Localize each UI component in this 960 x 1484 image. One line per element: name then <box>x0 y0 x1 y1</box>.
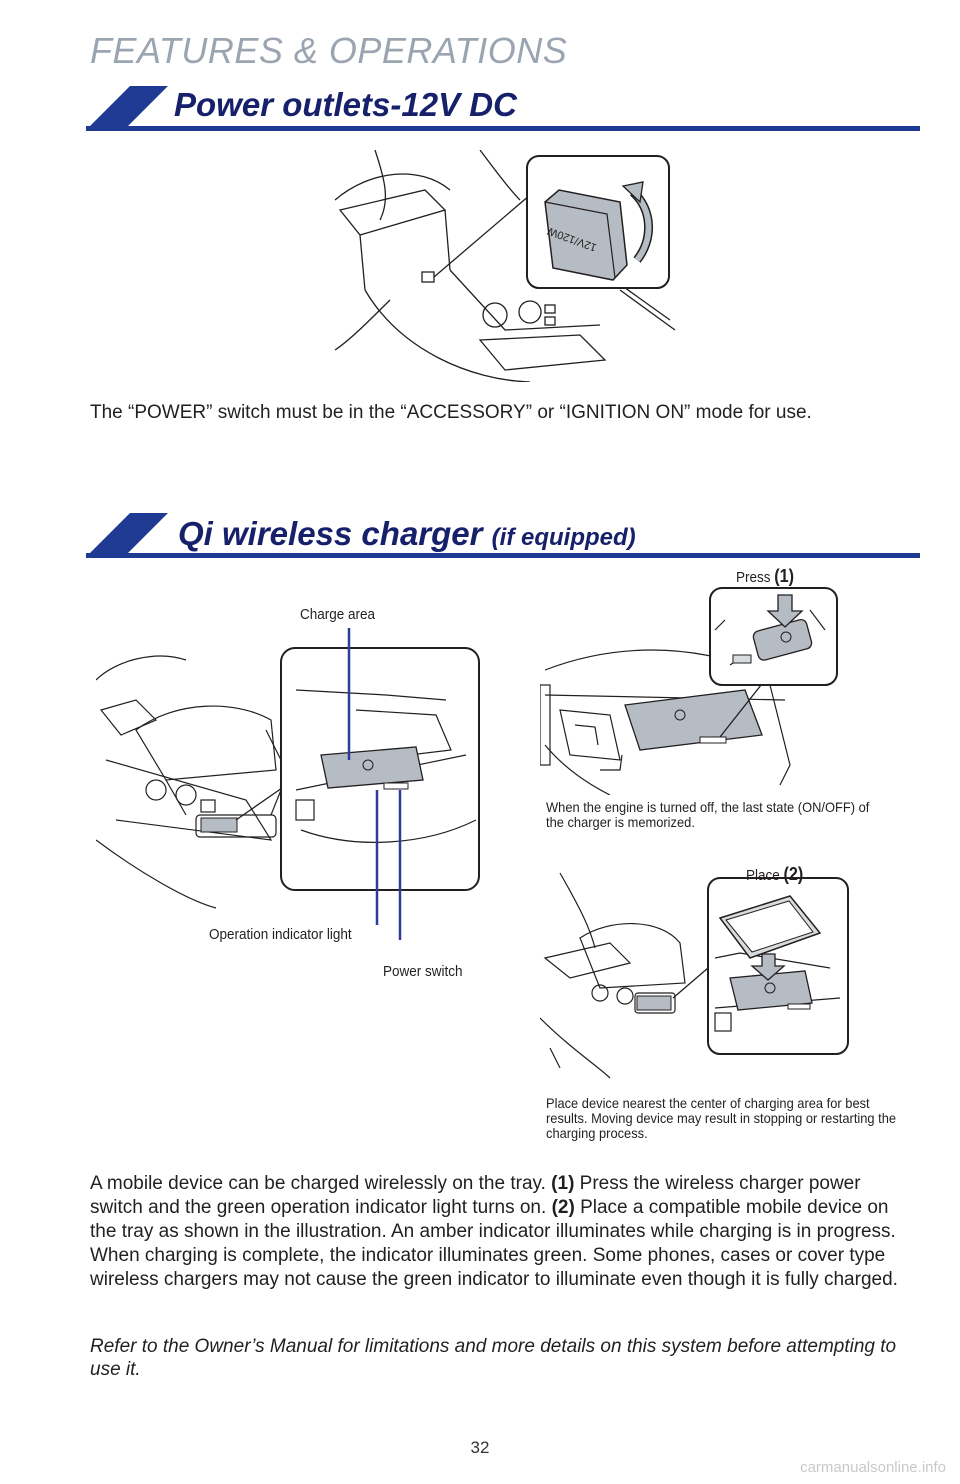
memorized-caption: When the engine is turned off, the last … <box>546 799 870 830</box>
power-outlet-illustration: 12V/120W <box>334 150 676 382</box>
qi-charger-banner: Qi wireless charger (if equipped) <box>86 513 920 573</box>
place-label-text: Place <box>746 867 780 884</box>
section-heading: FEATURES & OPERATIONS <box>90 30 568 71</box>
body-step-1: (1) <box>551 1173 575 1194</box>
qi-title-suffix: (if equipped) <box>491 524 636 551</box>
page-number: 32 <box>470 1438 490 1457</box>
body-step-2: (2) <box>551 1197 575 1218</box>
place-device-caption: Place device nearest the center of charg… <box>546 1095 897 1141</box>
power-switch-label: Power switch <box>383 963 463 980</box>
press-step-number: (1) <box>774 566 795 586</box>
qi-body-paragraph: A mobile device can be charged wirelessl… <box>90 1172 910 1292</box>
press-switch-illustration <box>540 587 838 795</box>
callout-lines <box>347 628 402 940</box>
watermark-text: carmanualsonline.info <box>800 1459 946 1476</box>
banner-stripe-shape <box>86 513 920 558</box>
press-label-text: Press <box>736 569 771 586</box>
power-switch-note: The “POWER” switch must be in the “ACCES… <box>90 402 812 423</box>
place-device-illustration <box>540 872 849 1079</box>
qi-charger-title: Qi wireless charger (if equipped) <box>178 515 636 553</box>
banner-stripe-shape <box>86 86 920 131</box>
body-part-2: Press the wireless charger power switch … <box>90 1173 861 1218</box>
body-part-1: A mobile device can be charged wirelessl… <box>90 1173 552 1194</box>
charger-console-illustration <box>96 647 480 909</box>
place-label: Place (2) <box>746 864 803 885</box>
owners-manual-note: Refer to the Owner’s Manual for limitati… <box>90 1336 897 1380</box>
power-outlets-banner: Power outlets-12V DC <box>86 86 920 146</box>
power-outlets-title: Power outlets-12V DC <box>174 86 517 123</box>
charge-area-label: Charge area <box>300 606 376 623</box>
operation-indicator-label: Operation indicator light <box>209 926 352 943</box>
qi-title-text: Qi wireless charger <box>178 515 483 552</box>
place-step-number: (2) <box>783 864 804 884</box>
body-part-3: Place a compatible mobile device on the … <box>90 1197 898 1290</box>
press-label: Press (1) <box>736 566 794 587</box>
